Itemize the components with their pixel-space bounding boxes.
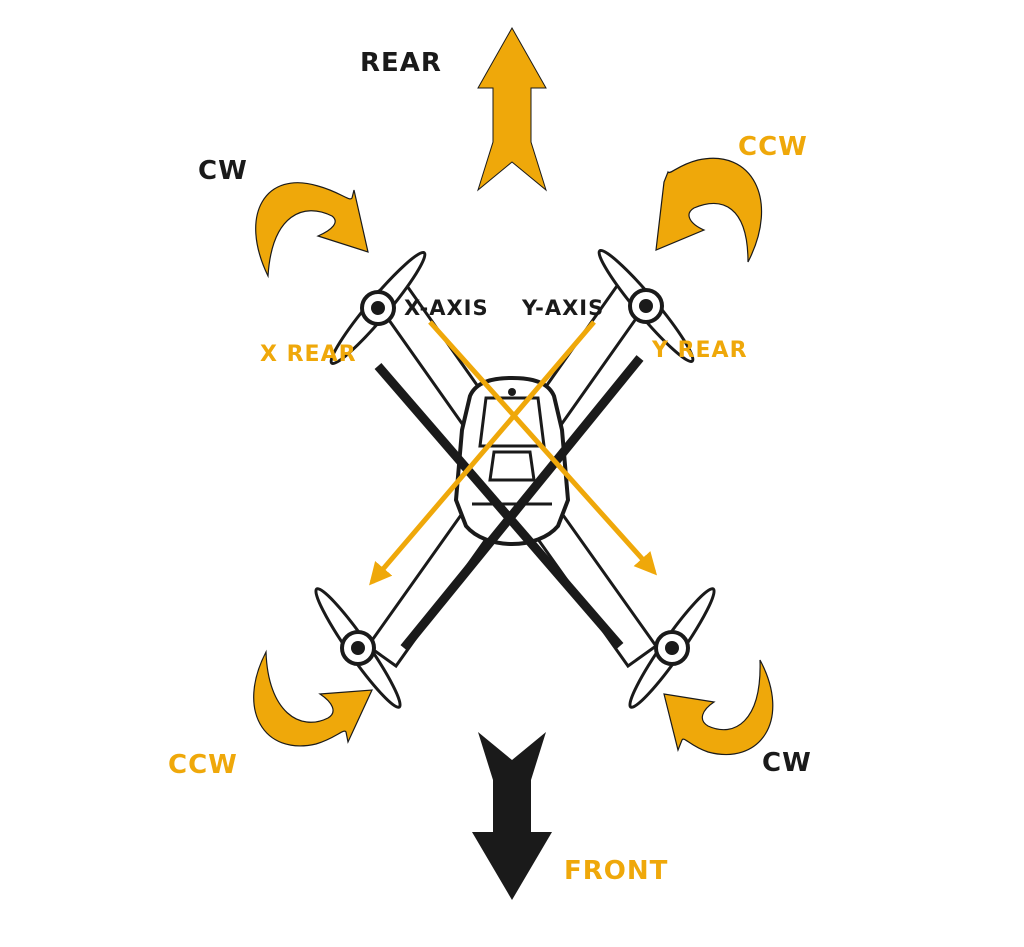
- ccw-rotation-arrow-icon-bottom-left: [253, 649, 373, 747]
- propeller-icon-top-left: [329, 250, 427, 366]
- drone-arms: [365, 273, 659, 669]
- x-rear-label: X REAR: [260, 342, 357, 367]
- cw-label-bottom-right: CW: [762, 748, 812, 778]
- y-axis-arrow: [369, 320, 596, 586]
- rear-arrow-icon: [477, 26, 547, 192]
- frame-line-x: [374, 363, 624, 649]
- ccw-rotation-arrow-icon-top-right: [655, 157, 763, 263]
- y-axis-label: Y-AXIS: [522, 296, 605, 320]
- y-rear-label: Y REAR: [652, 338, 748, 363]
- propeller-icon-bottom-right: [628, 587, 716, 709]
- cw-rotation-arrow-icon-top-left: [255, 182, 369, 279]
- front-arrow-icon: [472, 732, 552, 900]
- rear-label: REAR: [360, 48, 442, 78]
- frame-line-y: [400, 355, 644, 651]
- cw-rotation-arrow-icon-bottom-right: [663, 659, 774, 756]
- propeller-icon-bottom-left: [314, 587, 402, 709]
- cw-label-top-left: CW: [198, 156, 248, 186]
- x-axis-label: X-AXIS: [404, 296, 489, 320]
- ccw-label-bottom-left: CCW: [168, 750, 238, 780]
- front-label: FRONT: [564, 856, 669, 886]
- ccw-label-top-right: CCW: [738, 132, 808, 162]
- x-axis-arrow: [428, 320, 658, 576]
- propeller-icon-top-right: [597, 248, 695, 364]
